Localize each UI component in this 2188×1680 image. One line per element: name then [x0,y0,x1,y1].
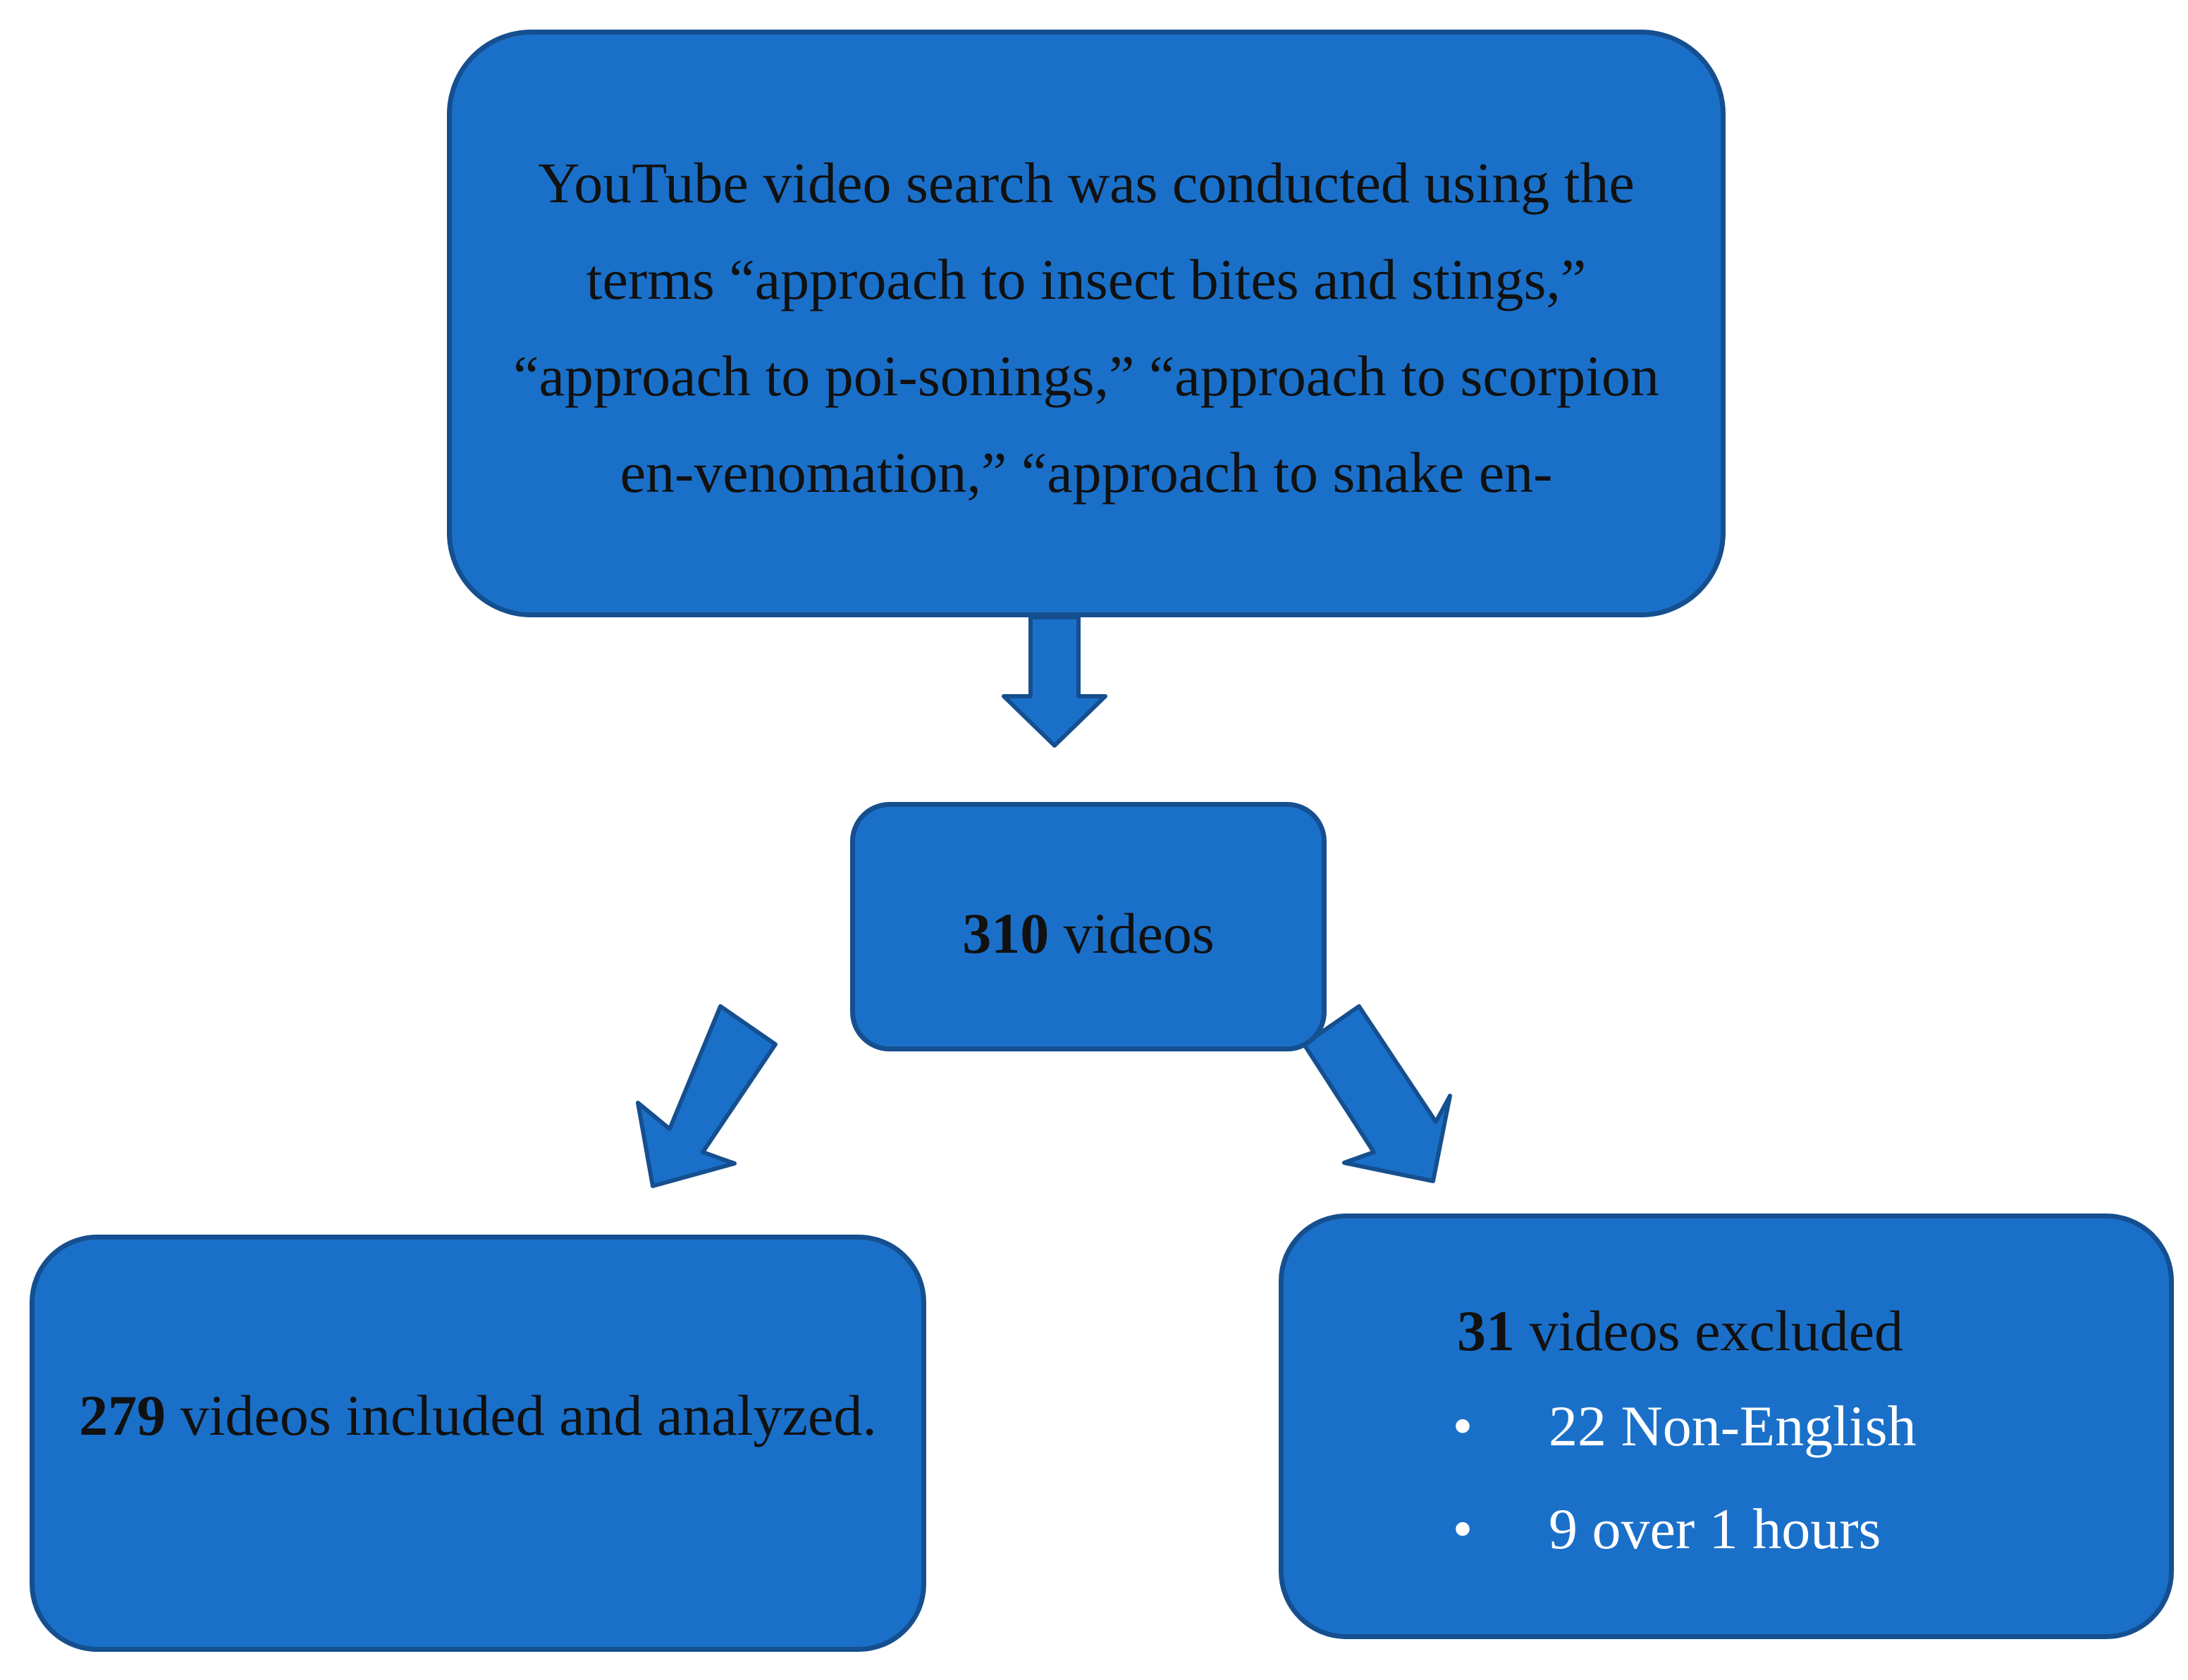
search-step-text: YouTube video search was conducted using… [513,151,1659,505]
total-videos-box: 310 videos [850,802,1327,1051]
search-step-box: YouTube video search was conducted using… [447,30,1726,617]
arrow-down-left-icon [636,1004,778,1188]
excluded-videos-text: 31 videos excluded [1457,1289,1903,1373]
exclusion-reason-item: • 9 over 1 hours [1451,1490,1881,1568]
exclusion-reason-item: • 22 Non-English [1451,1388,1917,1465]
excluded-videos-box: 31 videos excluded • 22 Non-English • 9 ov… [1279,1213,2174,1639]
total-videos-count: 310 [962,901,1050,965]
included-videos-box: 279 videos included and analyzed. [30,1235,926,1652]
exclusion-reason-text: 9 over 1 hours [1549,1497,1881,1561]
arrow-down-icon [1002,615,1107,748]
excluded-videos-label: videos excluded [1515,1299,1904,1363]
included-videos-count: 279 [79,1383,166,1447]
arrow-down-right-icon [1302,1004,1452,1183]
bullet-icon: • [1452,1394,1473,1458]
exclusion-reason-text: 22 Non-English [1549,1394,1917,1458]
included-videos-text: 279 videos included and analyzed. [35,1366,921,1465]
included-videos-label: videos included and analyzed. [166,1383,877,1447]
total-videos-text: 310 videos [855,898,1322,969]
total-videos-label: videos [1049,901,1215,965]
bullet-icon: • [1452,1497,1473,1561]
excluded-videos-count: 31 [1457,1299,1515,1363]
